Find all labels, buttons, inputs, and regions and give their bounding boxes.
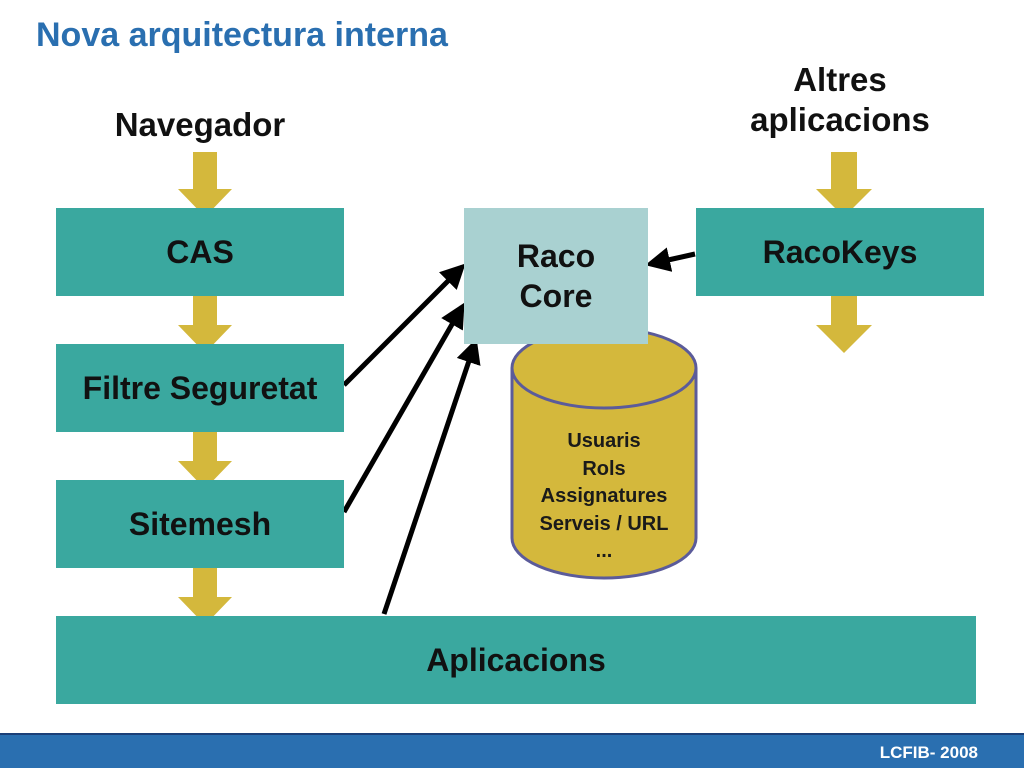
racokeys-label: RacoKeys [762, 233, 918, 270]
raco-core-box: Raco Core [464, 208, 648, 344]
arrow-cas-to-filtre [178, 288, 232, 353]
database-cylinder [510, 326, 698, 580]
aplicacions-box: Aplicacions [56, 616, 976, 704]
filtre-seguretat-label: Filtre Seguretat [82, 369, 318, 406]
raco-core-label-line2: Core [519, 278, 593, 314]
sitemesh-box: Sitemesh [56, 480, 344, 568]
altres-label-line1: Altres [793, 61, 887, 98]
aplicacions-label: Aplicacions [426, 641, 606, 678]
database-item: Rols [582, 457, 626, 480]
racokeys-box: RacoKeys [696, 208, 984, 296]
arrow-aplicacions-to-core [381, 338, 481, 615]
cas-box: CAS [56, 208, 344, 296]
navegador-label: Navegador [114, 106, 286, 143]
cas-label: CAS [166, 233, 234, 270]
database-item: Usuaris [567, 430, 641, 452]
arrow-sitemesh-to-core [341, 302, 465, 514]
slide-title: Nova arquitectura interna [36, 16, 448, 54]
database-item: Assignatures [540, 485, 668, 507]
altres-label-line2: aplicacions [750, 101, 930, 138]
database-contents: Usuaris Rols Assignatures Serveis / URL … [512, 428, 696, 566]
arrow-racokeys-to-core [645, 247, 696, 272]
footer-bar: LCFIB- 2008 [0, 733, 1024, 768]
database-item: Serveis / URL [539, 512, 669, 535]
filtre-seguretat-box: Filtre Seguretat [56, 344, 344, 432]
altres-aplicacions-label: Altres aplicacions [720, 60, 960, 140]
arrow-navegador-to-cas [178, 152, 232, 217]
footer-text: LCFIB- 2008 [879, 743, 978, 762]
sitemesh-label: Sitemesh [128, 505, 272, 542]
arrow-filtre-to-sitemesh [178, 424, 232, 489]
raco-core-label-line1: Raco [516, 238, 596, 274]
arrow-sitemesh-to-aplicacions [178, 560, 232, 625]
database-item: ... [595, 540, 613, 562]
arrow-altres-to-racokeys [816, 152, 872, 217]
arrow-racokeys-down [816, 288, 872, 353]
arrow-filtre-to-core [342, 263, 466, 387]
